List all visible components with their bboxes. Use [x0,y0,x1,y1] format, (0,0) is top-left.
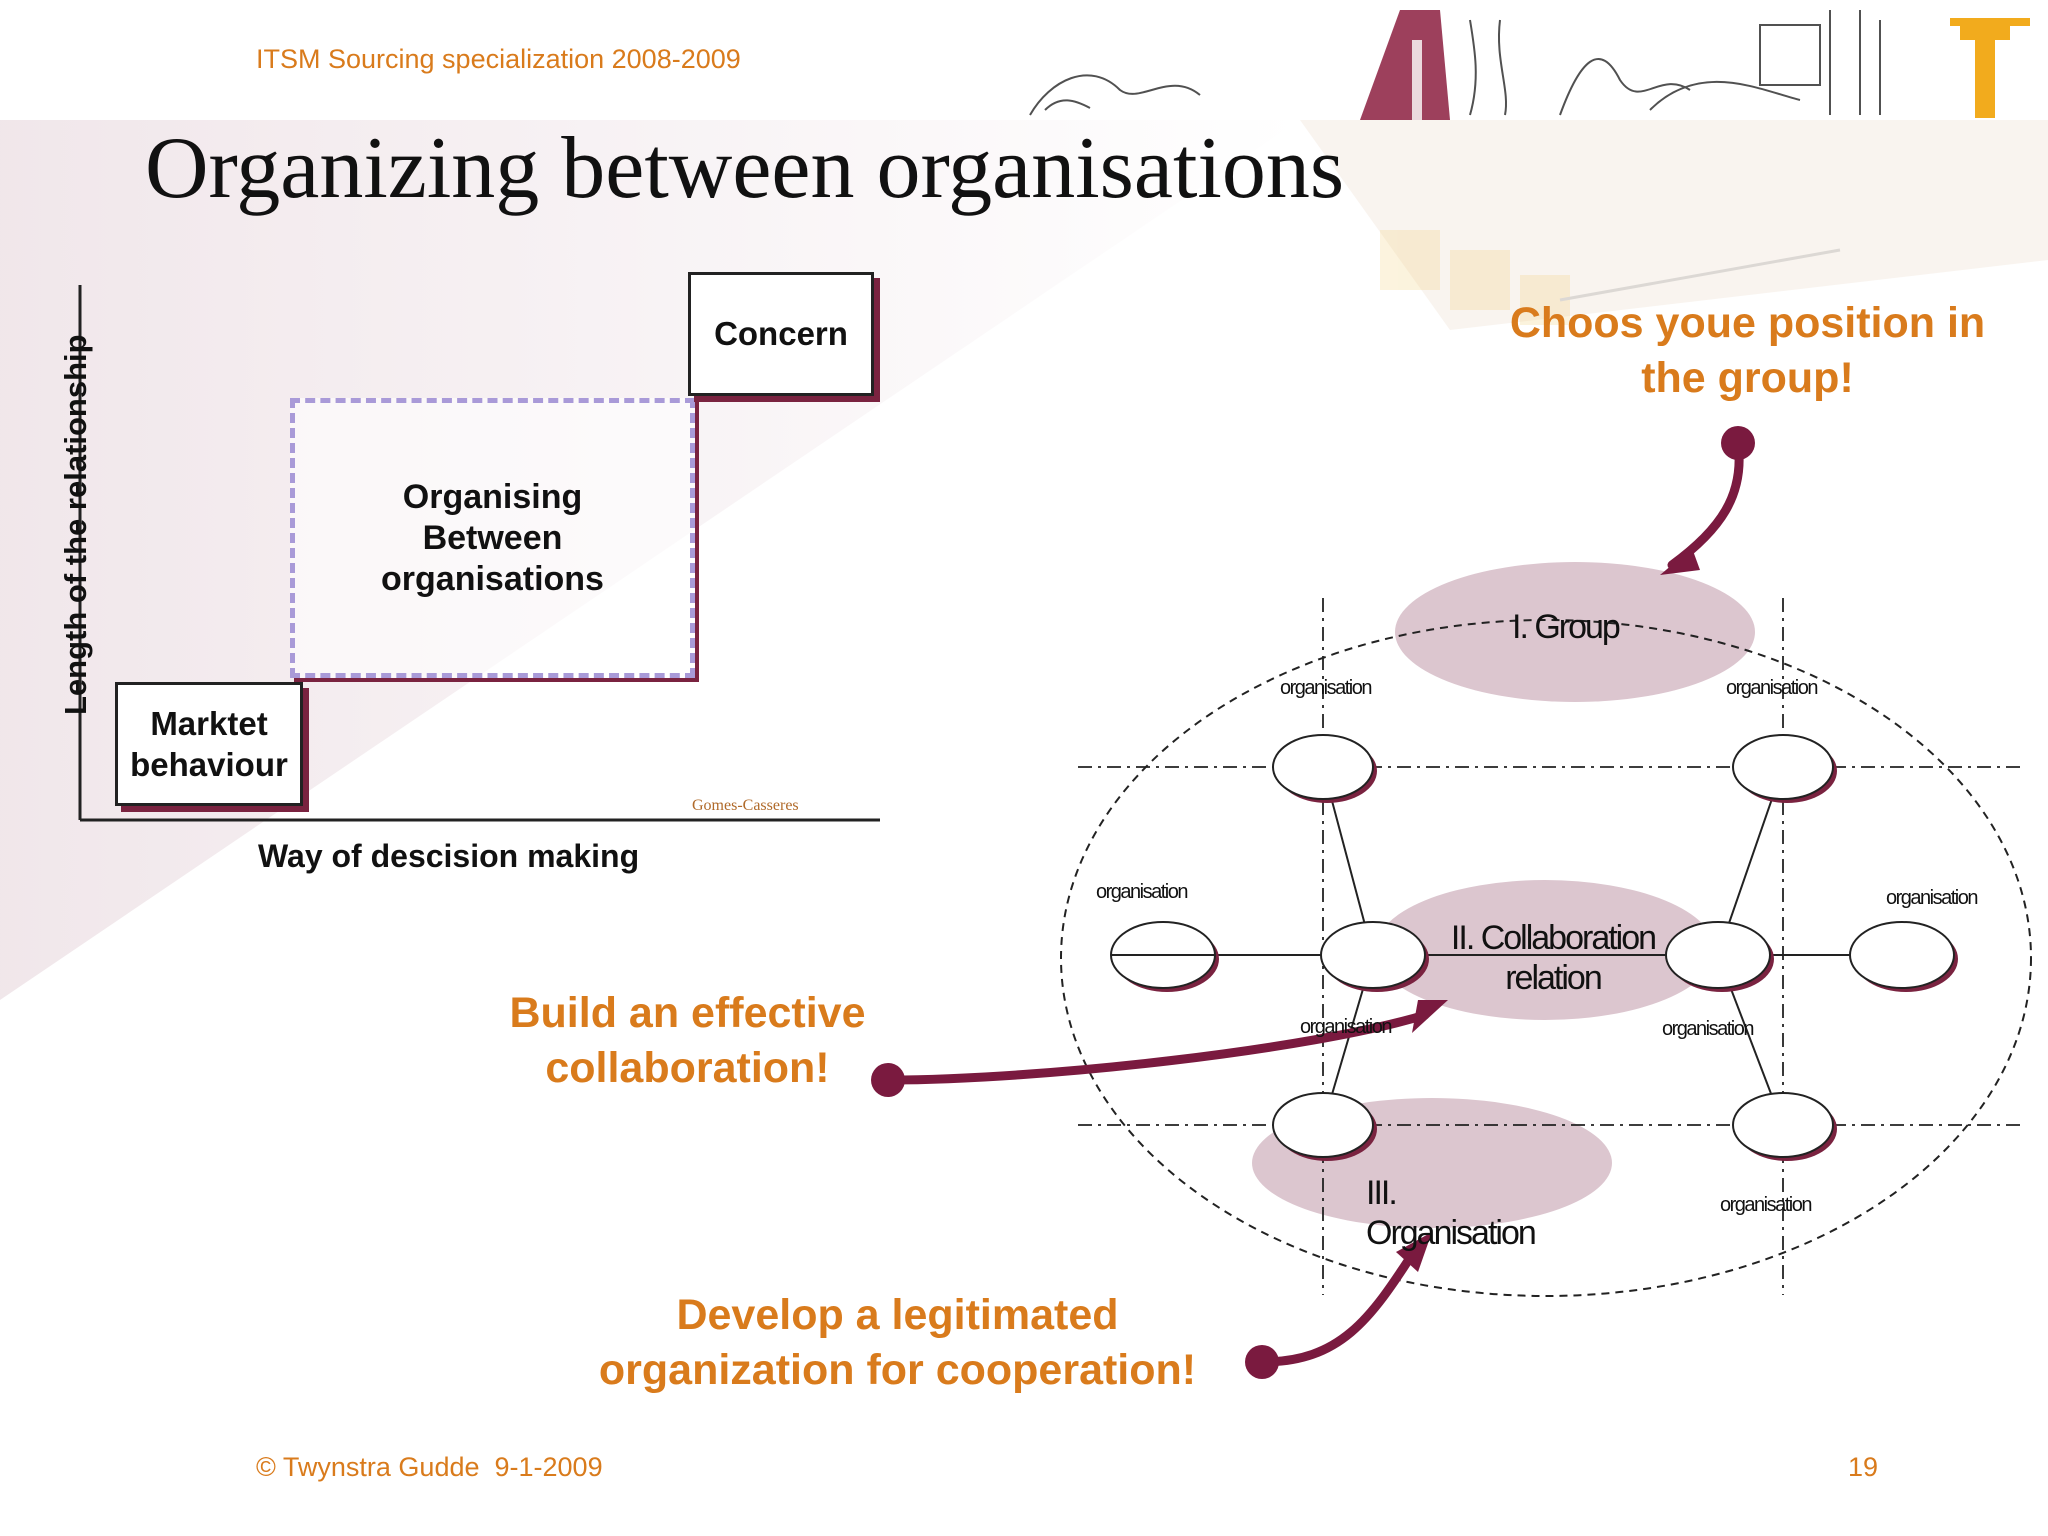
concern-label: Concern [714,315,848,352]
footer-copyright: © Twynstra Gudde 9-1-2009 [256,1452,603,1482]
collaboration-zone-label: II. Collaboration relation [1428,918,1678,998]
node-middle-far-left [1110,921,1219,992]
node-top-right [1732,734,1837,803]
market-behaviour-box: Marktet behaviour [115,682,303,806]
node-label-top-left: organisation [1280,677,1372,699]
group-zone-label: I. Group [1512,608,1621,646]
page-number: 19 [1848,1452,1879,1482]
node-bottom-right [1732,1092,1837,1161]
citation: Gomes-Casseres [692,797,799,814]
organisation-zone-text: III. Organisation [1366,1174,1537,1252]
node-top-left [1272,734,1377,803]
collaboration-arrow [883,1010,1430,1085]
collaboration-zone [1375,880,1715,1020]
sketch-banner-art [1029,10,1881,116]
organization-callout: Develop a legitimated organization for c… [575,1288,1220,1398]
organising-between-box: Organising Between organisations [290,398,695,678]
node-middle-left [1320,921,1429,992]
node-middle-right [1665,921,1774,992]
position-callout-text: Choos youe position in the group! [1509,299,1986,402]
node-middle-far-right [1849,921,1958,992]
organisation-arrow [1257,1245,1420,1367]
slide-title: Organizing between organisations [145,120,1345,217]
node-label-top-right: organisation [1726,677,1818,699]
organisation-nodes [1110,734,1958,1161]
collaboration-callout-text: Build an effective collaboration! [509,989,866,1092]
market-behaviour-label: Marktet behaviour [130,705,288,783]
collaboration-zone-text: II. Collaboration relation [1450,919,1657,997]
concern-box: Concern [688,272,874,396]
organising-between-label: Organising Between organisations [381,477,604,598]
node-bottom-left [1272,1092,1377,1161]
group-zone [1395,562,1755,702]
node-label-middle-far-left: organisation [1096,881,1188,903]
position-arrow [1667,438,1744,570]
boundary-circle [1060,619,2032,1297]
x-axis-label: Way of descision making [258,838,640,874]
organization-callout-text: Develop a legitimated organization for c… [598,1291,1197,1394]
organisation-zone-label: III. Organisation [1366,1173,1566,1253]
position-callout: Choos youe position in the group! [1505,296,1990,406]
node-label-middle-right: organisation [1662,1018,1754,1040]
node-label-bottom-right: organisation [1720,1194,1812,1216]
course-header: ITSM Sourcing specialization 2008-2009 [256,44,741,74]
collaboration-callout: Build an effective collaboration! [490,986,885,1096]
node-label-middle-left: organisation [1300,1016,1392,1038]
node-label-middle-far-right: organisation [1886,887,1978,909]
